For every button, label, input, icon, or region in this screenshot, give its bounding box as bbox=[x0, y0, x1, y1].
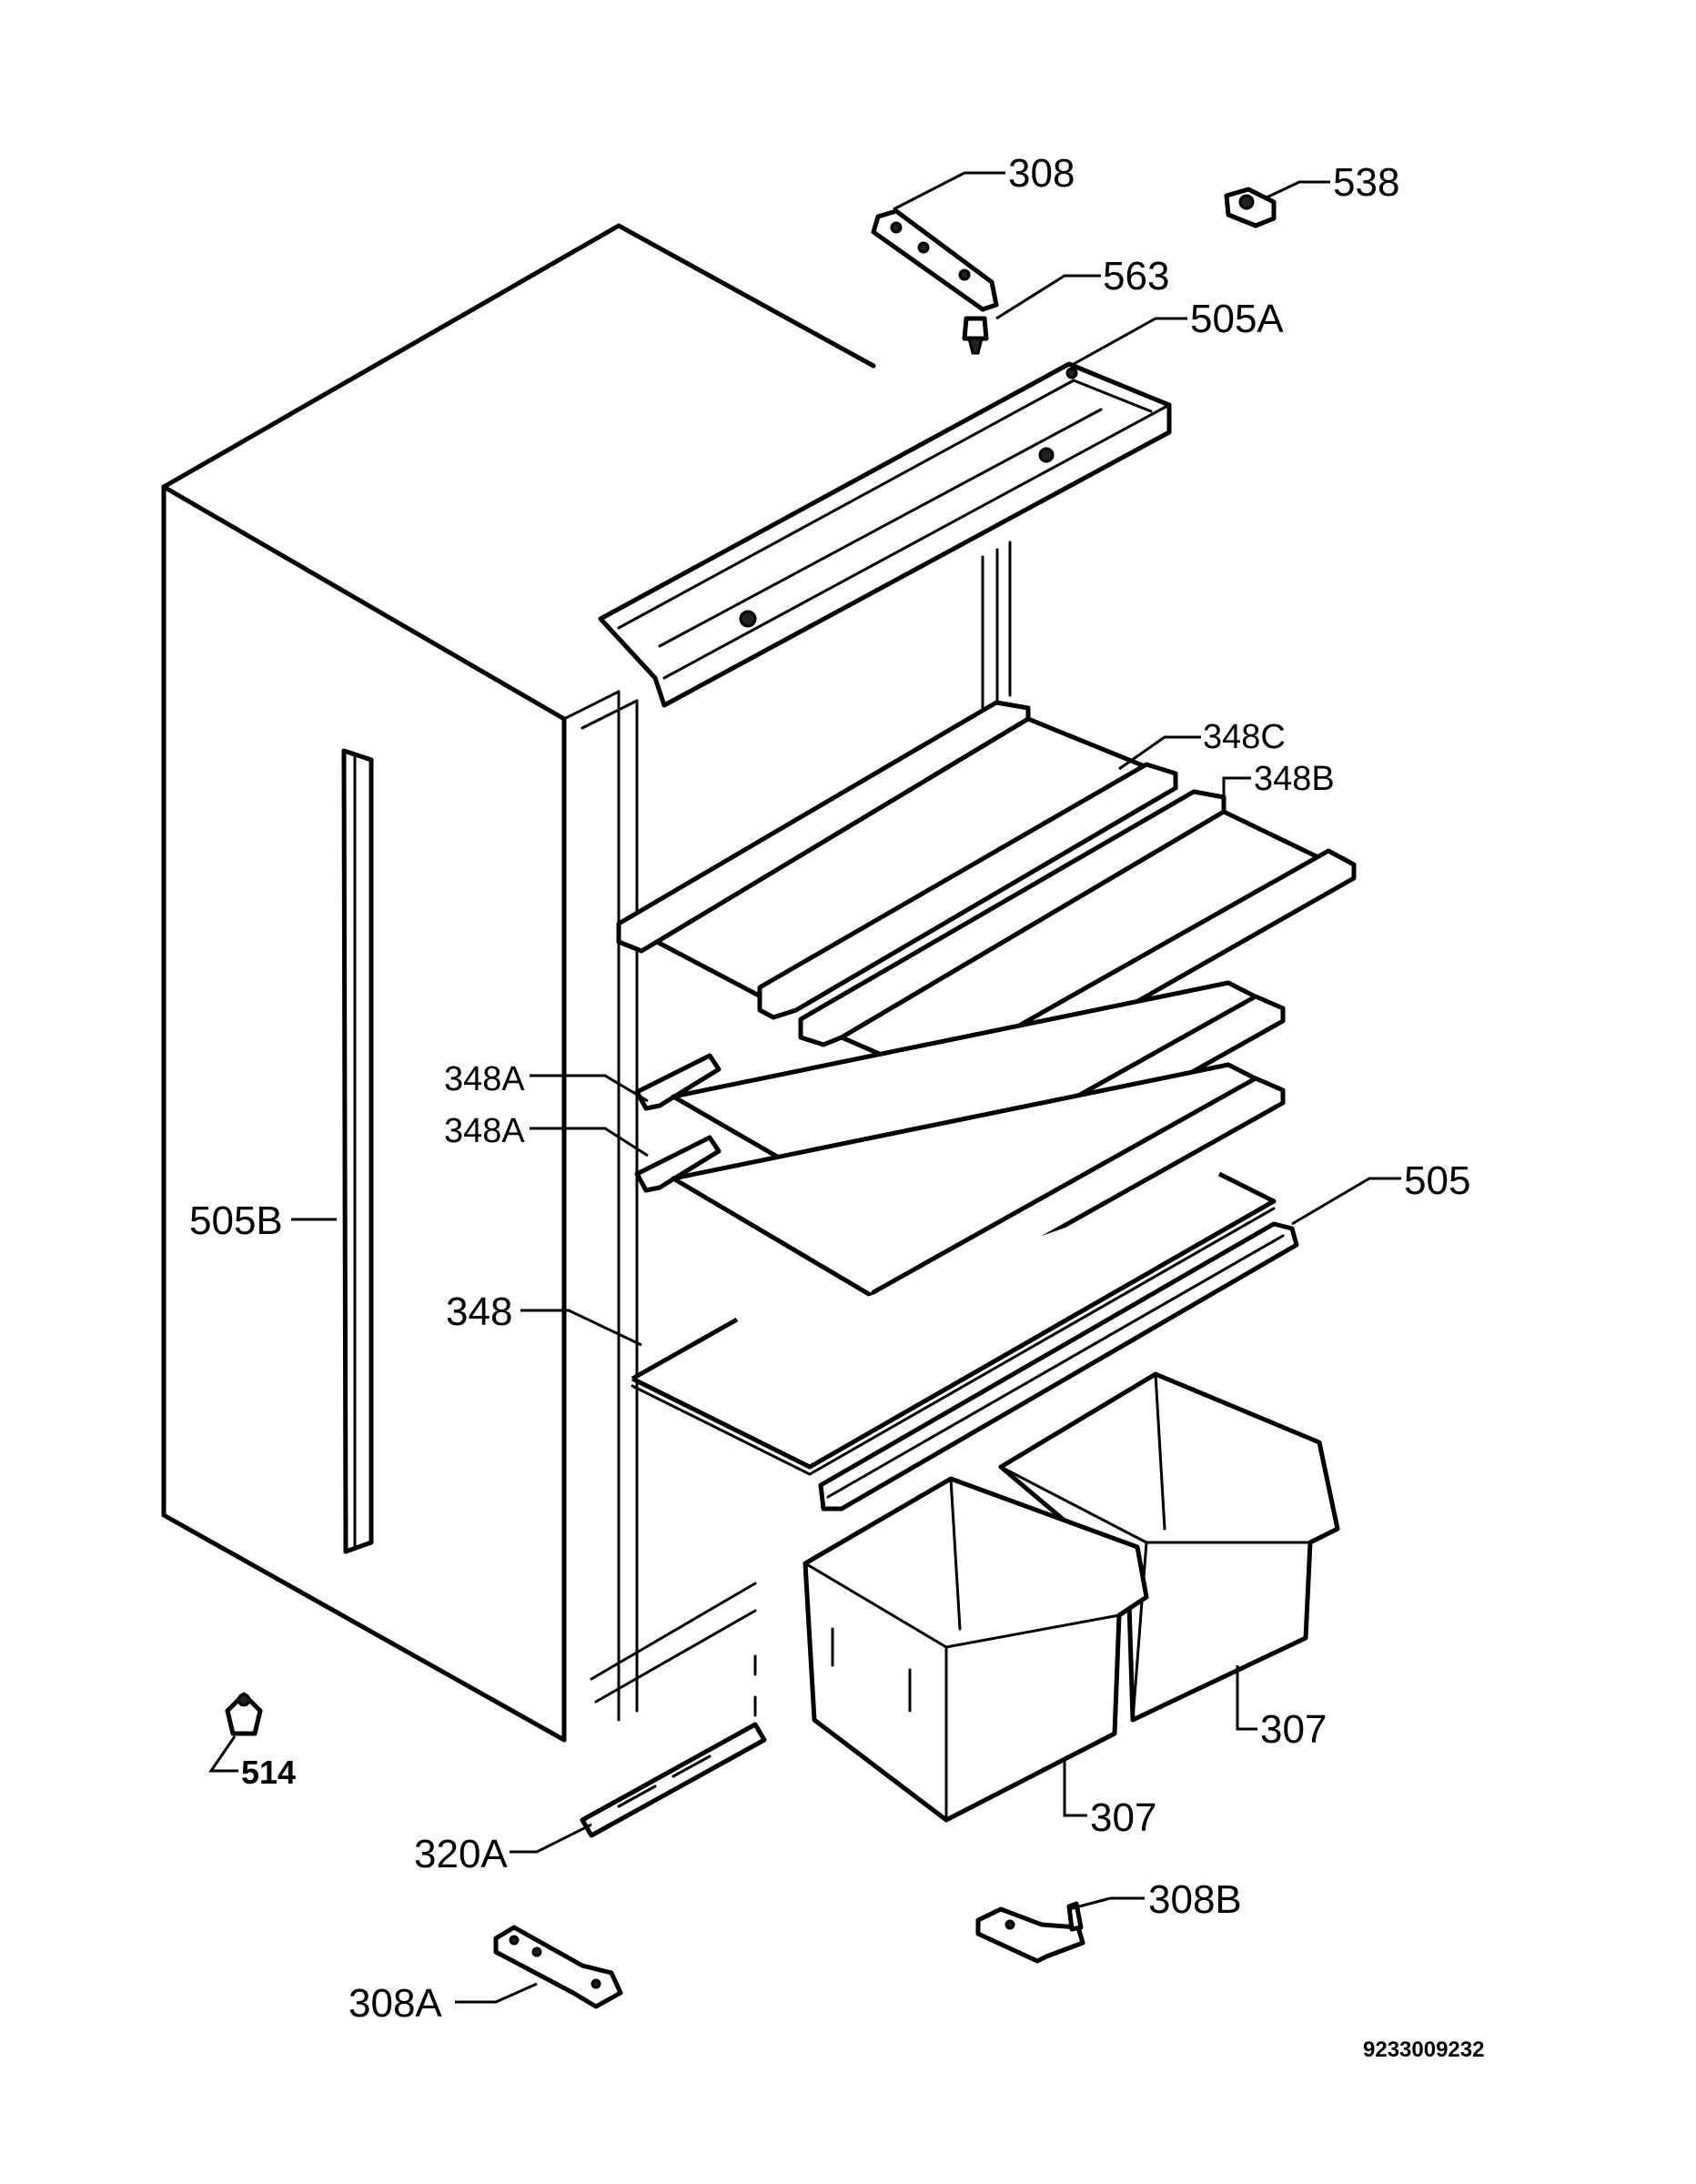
leader-lines bbox=[208, 171, 1401, 2004]
label-348c: 348C bbox=[1203, 718, 1286, 756]
hinge-bracket-308a bbox=[493, 1925, 623, 2009]
crisper-drawer-307-right bbox=[998, 1371, 1340, 1723]
label-348a-upper: 348A bbox=[444, 1060, 525, 1098]
label-308a: 308A bbox=[348, 1981, 442, 2026]
foot-514 bbox=[225, 1692, 263, 1736]
label-348b: 348B bbox=[1254, 760, 1335, 798]
door-seal-505b bbox=[341, 748, 374, 1554]
label-505a: 505A bbox=[1190, 297, 1284, 341]
vent-strip-320a bbox=[580, 1722, 767, 1838]
label-308b: 308B bbox=[1148, 1877, 1242, 1922]
label-307-left: 307 bbox=[1090, 1795, 1156, 1840]
hinge-bracket-308b bbox=[975, 1901, 1085, 1964]
shelf-strip-505 bbox=[818, 1221, 1299, 1512]
part-labels: 308 538 563 505A 348C 348B 348A 348A 505… bbox=[189, 151, 1484, 2062]
crisper-drawer-307-left bbox=[803, 1476, 1149, 1823]
cap-538 bbox=[1224, 187, 1277, 228]
label-505: 505 bbox=[1404, 1158, 1470, 1203]
pin-563 bbox=[962, 316, 989, 355]
hinge-bracket-308 bbox=[871, 208, 999, 312]
label-563: 563 bbox=[1103, 254, 1169, 298]
label-307-right: 307 bbox=[1260, 1707, 1327, 1752]
top-rail-505a bbox=[598, 361, 1172, 708]
drawing-number: 9233009232 bbox=[1363, 2037, 1484, 2062]
label-348: 348 bbox=[446, 1289, 512, 1334]
label-308: 308 bbox=[1008, 151, 1075, 196]
label-505b: 505B bbox=[189, 1198, 283, 1243]
label-538: 538 bbox=[1333, 160, 1399, 205]
label-348a-lower: 348A bbox=[444, 1112, 525, 1150]
label-320a: 320A bbox=[414, 1832, 508, 1876]
label-514: 514 bbox=[241, 1754, 296, 1791]
refrigerator-cabinet bbox=[161, 223, 1012, 1743]
shelf-348c bbox=[616, 700, 1178, 1020]
glass-shelf-348 bbox=[631, 1171, 1277, 1476]
